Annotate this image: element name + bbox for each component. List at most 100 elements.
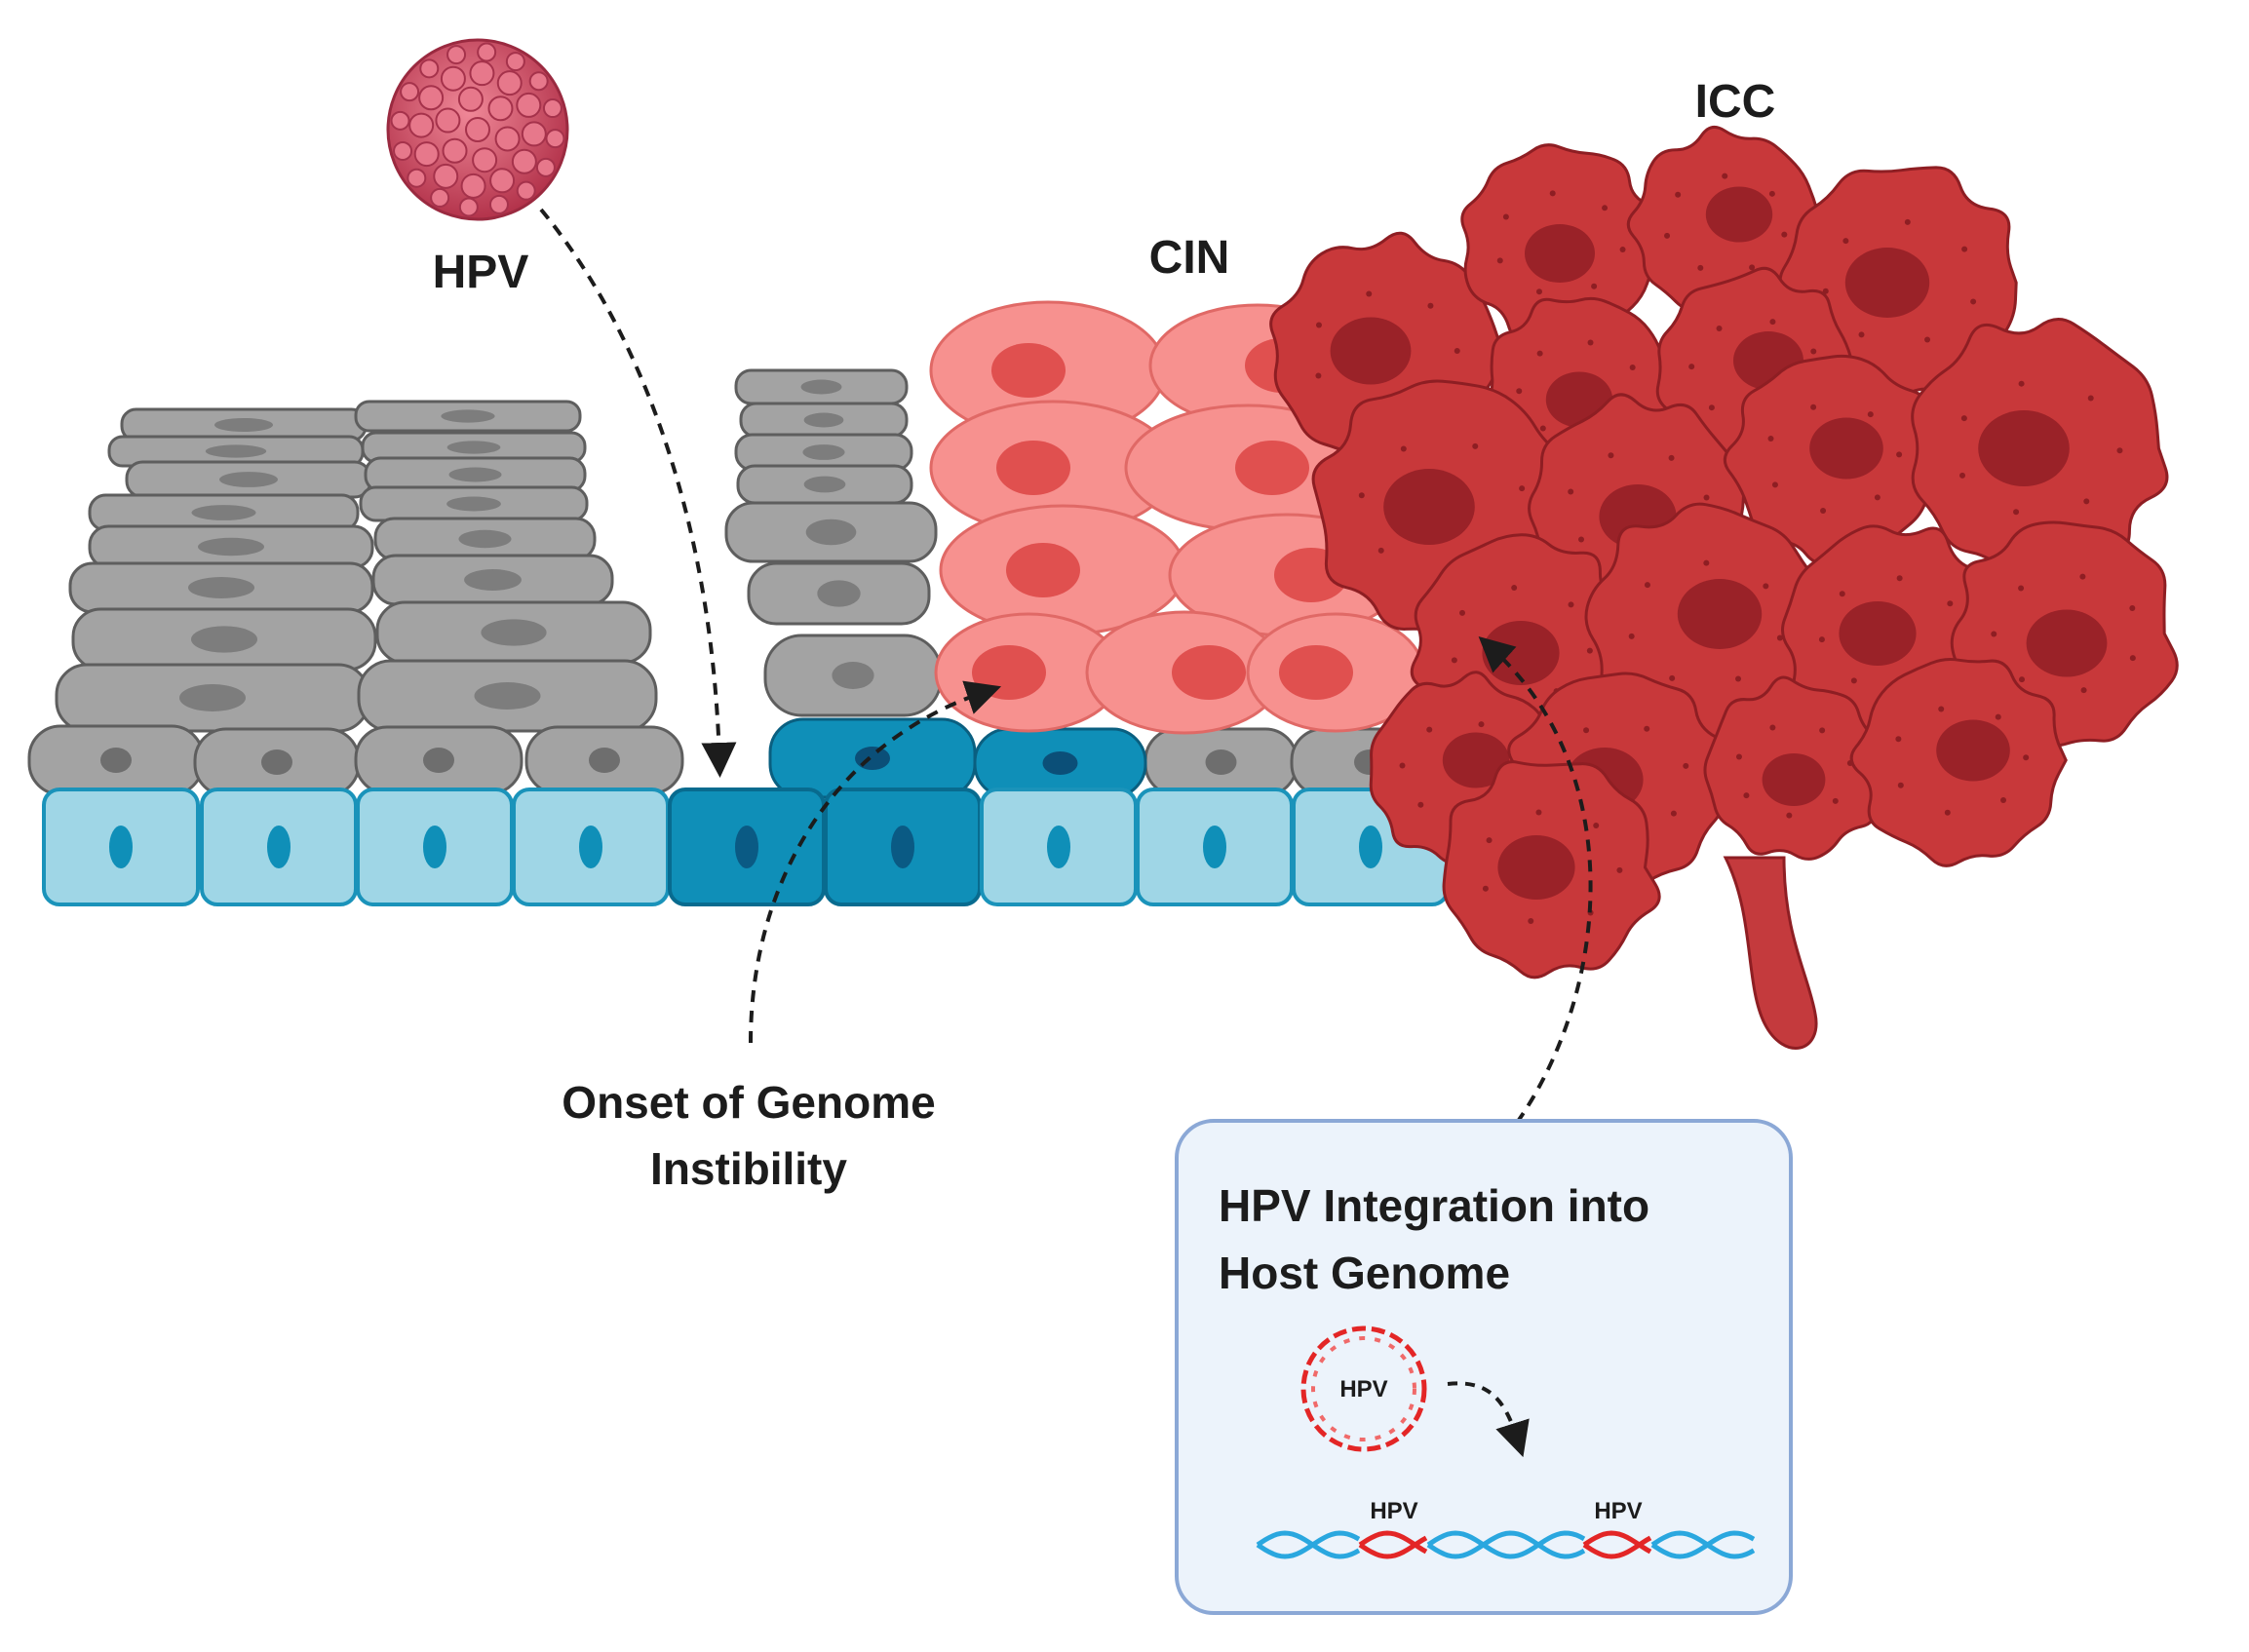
icc-cell-granule [1586, 647, 1593, 654]
integration-title-line1: HPV Integration into [1219, 1180, 1649, 1231]
icc-cell-granule [1399, 762, 1406, 769]
icc-cell-granule [1688, 364, 1695, 370]
dna-insert-label-2: HPV [1594, 1498, 1642, 1524]
capsomere [516, 180, 536, 201]
icc-cell-granule [1867, 411, 1874, 418]
squamous-cell-nucleus [446, 496, 501, 512]
squamous-cell-nucleus [805, 519, 857, 546]
icc-cell-granule [1924, 336, 1931, 343]
squamous-cell-nucleus [817, 580, 861, 607]
squamous-cell-nucleus [179, 684, 246, 711]
icc-cell-granule [1417, 801, 1424, 808]
icc-cell-nucleus [1677, 579, 1763, 649]
squamous-cell-nucleus [474, 682, 541, 710]
capsomere [458, 197, 479, 217]
icc-cell-granule [1616, 866, 1623, 873]
icc-cell-granule [1593, 823, 1600, 829]
hpv-plasmid-icon [1300, 1325, 1427, 1452]
icc-cell-granule [1842, 238, 1849, 245]
capsomere [435, 107, 461, 134]
icc-cell-granule [1874, 494, 1881, 501]
icc-cell-granule [1315, 372, 1322, 379]
capsomere [418, 85, 445, 111]
icc-cell-granule [1839, 591, 1845, 597]
icc-cell-granule [1895, 736, 1902, 743]
icc-cell-granule [1670, 810, 1677, 817]
capsomere [477, 42, 497, 62]
icc-cell-nucleus [1844, 248, 1930, 318]
icc-cell-granule [2019, 676, 2026, 683]
cin-cell-nucleus [991, 343, 1066, 398]
capsomere [433, 163, 459, 189]
plasmid-inner-strand [1311, 1336, 1416, 1441]
icc-cell-granule [1767, 435, 1774, 442]
icc-cell-granule [1786, 812, 1793, 819]
plasmid-to-dna-arrow [1447, 1381, 1530, 1458]
icc-cell-granule [1708, 404, 1715, 411]
cin-cell-nucleus [972, 645, 1046, 700]
onset-label-line1: Onset of Genome [562, 1077, 935, 1128]
squamous-cell-nucleus [448, 467, 502, 482]
hpv-label: HPV [433, 247, 529, 298]
icc-cell-granule [1486, 837, 1493, 844]
icc-cell-granule [1703, 494, 1710, 501]
icc-cell-granule [1644, 582, 1650, 589]
plasmid-label: HPV [1339, 1376, 1387, 1402]
icc-cell-nucleus [1809, 417, 1883, 480]
icc-cell-granule [1970, 298, 1977, 305]
icc-cell-granule [1735, 753, 1742, 760]
capsomere [413, 141, 440, 168]
squamous-cell-nucleus [800, 379, 842, 395]
cin-cell-nucleus [1235, 441, 1309, 495]
icc-cell-granule [1703, 559, 1710, 566]
capsomere [516, 92, 542, 118]
icc-cell-granule [1763, 583, 1769, 590]
capsomere [446, 45, 467, 65]
icc-cell-granule [1535, 288, 1542, 295]
capsomere [460, 173, 486, 199]
icc-cell-granule [1583, 727, 1590, 734]
host-dna-strand-a [1256, 1530, 1361, 1559]
capsomere [535, 157, 556, 177]
cin-cell-nucleus [996, 441, 1070, 495]
basal-cell-nucleus [267, 826, 291, 868]
capsomere [469, 60, 495, 87]
infected-cell-nucleus [1042, 751, 1078, 775]
icc-cell-granule [1850, 677, 1857, 684]
icc-cell-granule [1426, 726, 1433, 733]
icc-tumor-mass [1269, 125, 2179, 1050]
squamous-cell-nucleus [100, 748, 132, 773]
icc-cell-granule [1896, 451, 1903, 458]
icc-cell-granule [1568, 601, 1574, 608]
icc-cell-granule [1669, 674, 1676, 681]
cin-cell-nucleus [1172, 645, 1246, 700]
icc-cell-granule [1549, 190, 1556, 197]
host-dna-strand-a [1650, 1530, 1756, 1559]
squamous-cell-nucleus [441, 409, 495, 423]
icc-cell-granule [2023, 754, 2030, 761]
icc-cell-granule [1591, 283, 1598, 289]
capsomere [542, 98, 562, 119]
icc-cell-granule [1516, 388, 1523, 395]
icc-cell-nucleus [1705, 186, 1773, 243]
capsomere [442, 137, 468, 164]
icc-cell-granule [1858, 331, 1865, 338]
hpv-insert-strand [1582, 1530, 1652, 1555]
icc-cell-granule [1587, 339, 1594, 346]
plasmid-outer-strand [1300, 1325, 1427, 1452]
squamous-cell-nucleus [205, 444, 267, 458]
squamous-cell-nucleus [464, 569, 522, 591]
onset-label-line2: Instibility [650, 1143, 847, 1194]
capsomere [494, 126, 521, 152]
icc-cell-nucleus [1482, 621, 1560, 685]
icc-cell-granule [1478, 721, 1485, 728]
icc-cell-granule [1502, 213, 1509, 220]
squamous-cell-nucleus [1205, 749, 1237, 775]
host-dna-strand-b [1256, 1530, 1361, 1559]
icc-cell-granule [1769, 724, 1776, 731]
icc-cell-granule [1749, 264, 1756, 271]
capsomere [419, 58, 440, 79]
icc-cell-granule [1820, 508, 1827, 515]
squamous-cell-nucleus [589, 748, 620, 773]
squamous-cell-nucleus [832, 662, 874, 689]
